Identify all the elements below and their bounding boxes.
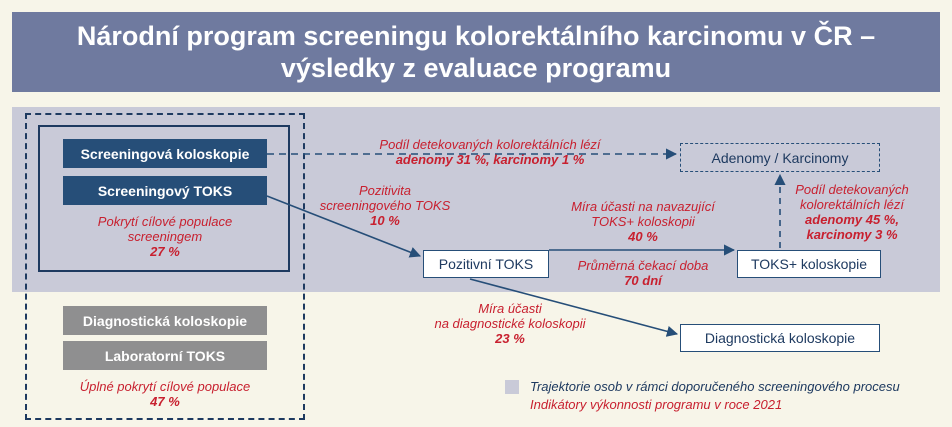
coverage-value: 27 % (150, 244, 180, 259)
fit-colonoscopy-node: TOKS+ koloskopie (737, 250, 881, 278)
diagnostic-participation-indicator: Míra účasti na diagnostické koloskopii 2… (410, 301, 610, 346)
wait-time-indicator: Průměrná čekací doba 70 dní (558, 258, 728, 288)
wait-time-label: Průměrná čekací doba (577, 258, 709, 273)
arrow-positive-to-diagnostic (469, 278, 679, 337)
laboratory-fit-box: Laboratorní TOKS (63, 341, 267, 370)
screening-fit-box: Screeningový TOKS (63, 176, 267, 205)
diag-participation-label-1: Míra účasti (478, 301, 542, 316)
arrow-fit-to-positive (266, 195, 422, 258)
legend-trajectory-swatch (505, 380, 519, 394)
screening-methods-group (25, 113, 305, 420)
positivity-label-1: Pozitivita (358, 183, 412, 198)
title-line-1: Národní program screeningu kolorektálníh… (76, 21, 876, 51)
detection-top-label: Podíl detekovaných kolorektálních lézí (379, 137, 601, 152)
followup-label-1: Míra účasti na navazující (571, 199, 715, 214)
full-coverage-label: Úplné pokrytí cílové populace (79, 379, 251, 394)
diagnostic-colonoscopy-box: Diagnostická koloskopie (63, 306, 267, 335)
diagnostic-colonoscopy-node: Diagnostická koloskopie (680, 324, 880, 352)
coverage-indicator: Pokrytí cílové populace screeningem 27 % (48, 214, 282, 259)
positivity-indicator: Pozitivita screeningového TOKS 10 % (310, 183, 460, 228)
detection-top-value: adenomy 31 %, karcinomy 1 % (395, 152, 585, 167)
positive-fit-node: Pozitivní TOKS (423, 250, 549, 278)
coverage-label: Pokrytí cílové populace screeningem (97, 214, 233, 244)
title-line-2: výsledky z evaluace programu (280, 53, 672, 83)
screening-colonoscopy-box: Screeningová koloskopie (63, 139, 267, 168)
adenomas-carcinomas-node: Adenomy / Karcinomy (680, 143, 880, 172)
followup-label-2: TOKS+ koloskopii (591, 214, 695, 229)
followup-indicator: Míra účasti na navazující TOKS+ koloskop… (548, 199, 738, 244)
positivity-value: 10 % (370, 213, 400, 228)
detection-right-value-1: adenomy 45 %, (805, 212, 899, 227)
legend-trajectory-text: Trajektorie osob v rámci doporučeného sc… (530, 379, 900, 394)
detection-right-value-2: karcinomy 3 % (806, 227, 898, 242)
recommended-screening-group (38, 125, 290, 272)
full-coverage-indicator: Úplné pokrytí cílové populace 47 % (40, 379, 290, 409)
followup-value: 40 % (628, 229, 658, 244)
detection-right-indicator: Podíl detekovaných kolorektálních lézí a… (782, 182, 922, 242)
diag-participation-label-2: na diagnostické koloskopii (434, 316, 586, 331)
full-coverage-value: 47 % (150, 394, 180, 409)
detection-right-label-2: kolorektálních lézí (799, 197, 905, 212)
detection-right-label-1: Podíl detekovaných (795, 182, 909, 197)
diag-participation-value: 23 % (495, 331, 525, 346)
positivity-label-2: screeningového TOKS (319, 198, 451, 213)
page-title: Národní program screeningu kolorektálníh… (12, 12, 940, 92)
wait-time-value: 70 dní (624, 273, 662, 288)
detection-top-indicator: Podíl detekovaných kolorektálních lézí a… (350, 137, 630, 167)
legend-indicators-text: Indikátory výkonnosti programu v roce 20… (530, 397, 783, 412)
